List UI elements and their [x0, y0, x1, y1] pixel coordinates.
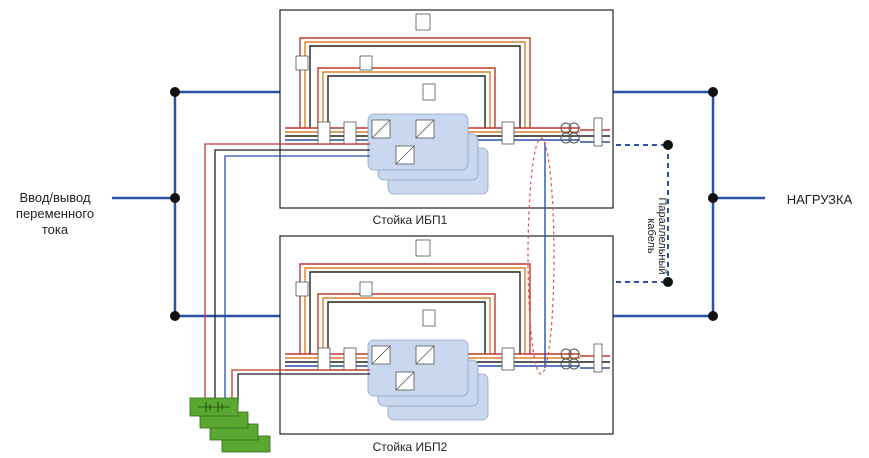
- parallel-cable-label: Параллельный кабель: [645, 197, 668, 275]
- breaker-icon: [295, 55, 309, 71]
- battery-feed-wires: [204, 143, 370, 404]
- breaker-icon: [343, 121, 357, 145]
- output-terminal: [593, 343, 603, 373]
- rack2-internals: [285, 239, 610, 421]
- output-bus: [613, 90, 765, 318]
- rack2-label: Стойка ИБП2: [372, 440, 448, 454]
- breaker-icon: [343, 347, 357, 371]
- breaker-icon: [317, 121, 331, 145]
- battery-packs: [189, 397, 271, 453]
- breaker-icon: [317, 347, 331, 371]
- junction-dots: [170, 87, 718, 321]
- breaker-icon: [501, 347, 515, 371]
- rack1-internals: [285, 13, 610, 195]
- breaker-icon: [359, 55, 373, 71]
- junction-dot-icon: [708, 87, 718, 97]
- breaker-icon: [501, 121, 515, 145]
- sync-oval: [527, 137, 555, 375]
- junction-dot-icon: [708, 311, 718, 321]
- ups-module: [367, 339, 469, 397]
- junction-dot-icon: [663, 277, 673, 287]
- breaker-icon: [415, 13, 431, 31]
- junction-dot-icon: [170, 311, 180, 321]
- breaker-icon: [415, 239, 431, 257]
- junction-dot-icon: [170, 87, 180, 97]
- transformer-icon: [560, 348, 580, 370]
- battery-icon: [189, 397, 271, 453]
- junction-dot-icon: [170, 193, 180, 203]
- rack1-label: Стойка ИБП1: [372, 213, 448, 227]
- ups-module: [367, 113, 469, 171]
- output-terminal: [593, 117, 603, 147]
- input-bus: [112, 90, 280, 318]
- breaker-icon: [359, 281, 373, 297]
- breaker-icon: [422, 83, 436, 101]
- breaker-icon: [295, 281, 309, 297]
- transformer-icon: [560, 122, 580, 144]
- ac-input-output-label: Ввод/вывод переменного тока: [15, 190, 95, 237]
- breaker-icon: [422, 309, 436, 327]
- junction-dot-icon: [663, 140, 673, 150]
- junction-dot-icon: [708, 193, 718, 203]
- load-label: НАГРУЗКА: [786, 192, 853, 207]
